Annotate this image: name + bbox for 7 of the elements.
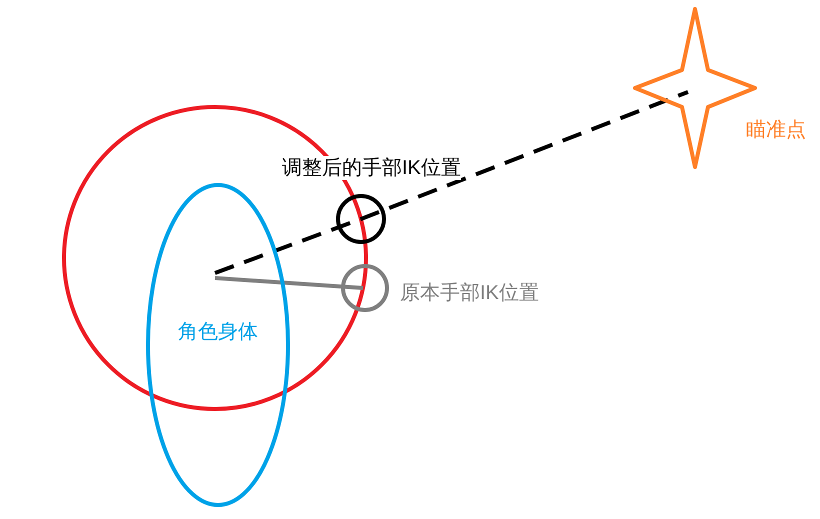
dashed-line	[360, 90, 689, 221]
body-label: 角色身体	[178, 320, 258, 344]
position-label: 原本手部IK位置	[400, 281, 539, 305]
target-label: 瞄准点	[746, 118, 806, 142]
line	[214, 276, 364, 290]
position-label: 调整后的手部IK位置	[282, 156, 461, 180]
dashed-line	[214, 217, 362, 275]
